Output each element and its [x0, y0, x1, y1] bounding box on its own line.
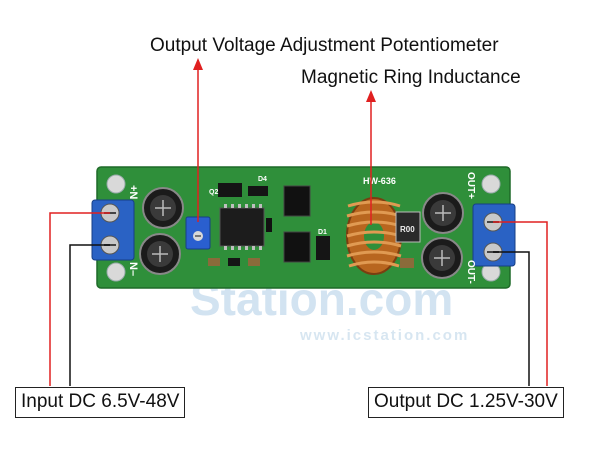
capacitor-icon — [139, 233, 181, 275]
smd-part-icon — [228, 258, 240, 266]
mounting-hole-icon — [106, 262, 126, 282]
input-plus-label: +N — [127, 185, 139, 199]
controller-ic-icon — [219, 207, 265, 247]
ref-q2: Q2 — [209, 189, 218, 196]
inductor-arrow — [366, 90, 376, 225]
smd-part-icon — [208, 258, 220, 266]
output-terminal-icon — [472, 203, 516, 267]
watermark-url: www.icstation.com — [299, 327, 469, 344]
output-spec-label: Output DC 1.25V-30V — [368, 387, 564, 418]
mosfet-icon — [283, 185, 311, 217]
capacitor-icon — [142, 187, 184, 229]
input-minus-label: N– — [127, 262, 139, 276]
output-leader-lines — [493, 221, 548, 386]
resistor-label: R00 — [400, 225, 415, 234]
input-leader-lines — [49, 212, 110, 386]
input-terminal-icon — [91, 199, 135, 261]
potentiometer-arrow — [193, 58, 203, 222]
input-spec-label: Input DC 6.5V-48V — [15, 387, 186, 418]
pcb-board: +N N– Q2 D4 — [91, 166, 516, 289]
potentiometer-icon — [185, 216, 211, 250]
diode-d4-icon — [248, 186, 268, 196]
mounting-hole-icon — [481, 174, 501, 194]
capacitor-icon — [421, 237, 463, 279]
board-model-label: HW-636 — [363, 176, 396, 186]
resistor-icon — [395, 211, 421, 243]
smd-part-icon — [400, 258, 414, 268]
toroid-inductor-icon — [346, 197, 402, 275]
diode-d1-icon — [316, 236, 330, 260]
potentiometer-annotation: Output Voltage Adjustment Potentiometer — [150, 35, 499, 56]
inductor-annotation: Magnetic Ring Inductance — [301, 67, 521, 88]
output-minus-label: OUT- — [465, 260, 476, 284]
ref-d1: D1 — [318, 229, 327, 236]
mounting-hole-icon — [106, 174, 126, 194]
smd-part-icon — [248, 258, 260, 266]
mosfet-icon — [283, 231, 311, 263]
ref-d4: D4 — [258, 176, 267, 183]
transistor-q2-icon — [218, 183, 242, 197]
output-plus-label: OUT+ — [465, 172, 476, 199]
smd-part-icon — [266, 218, 272, 232]
capacitor-icon — [422, 192, 464, 234]
